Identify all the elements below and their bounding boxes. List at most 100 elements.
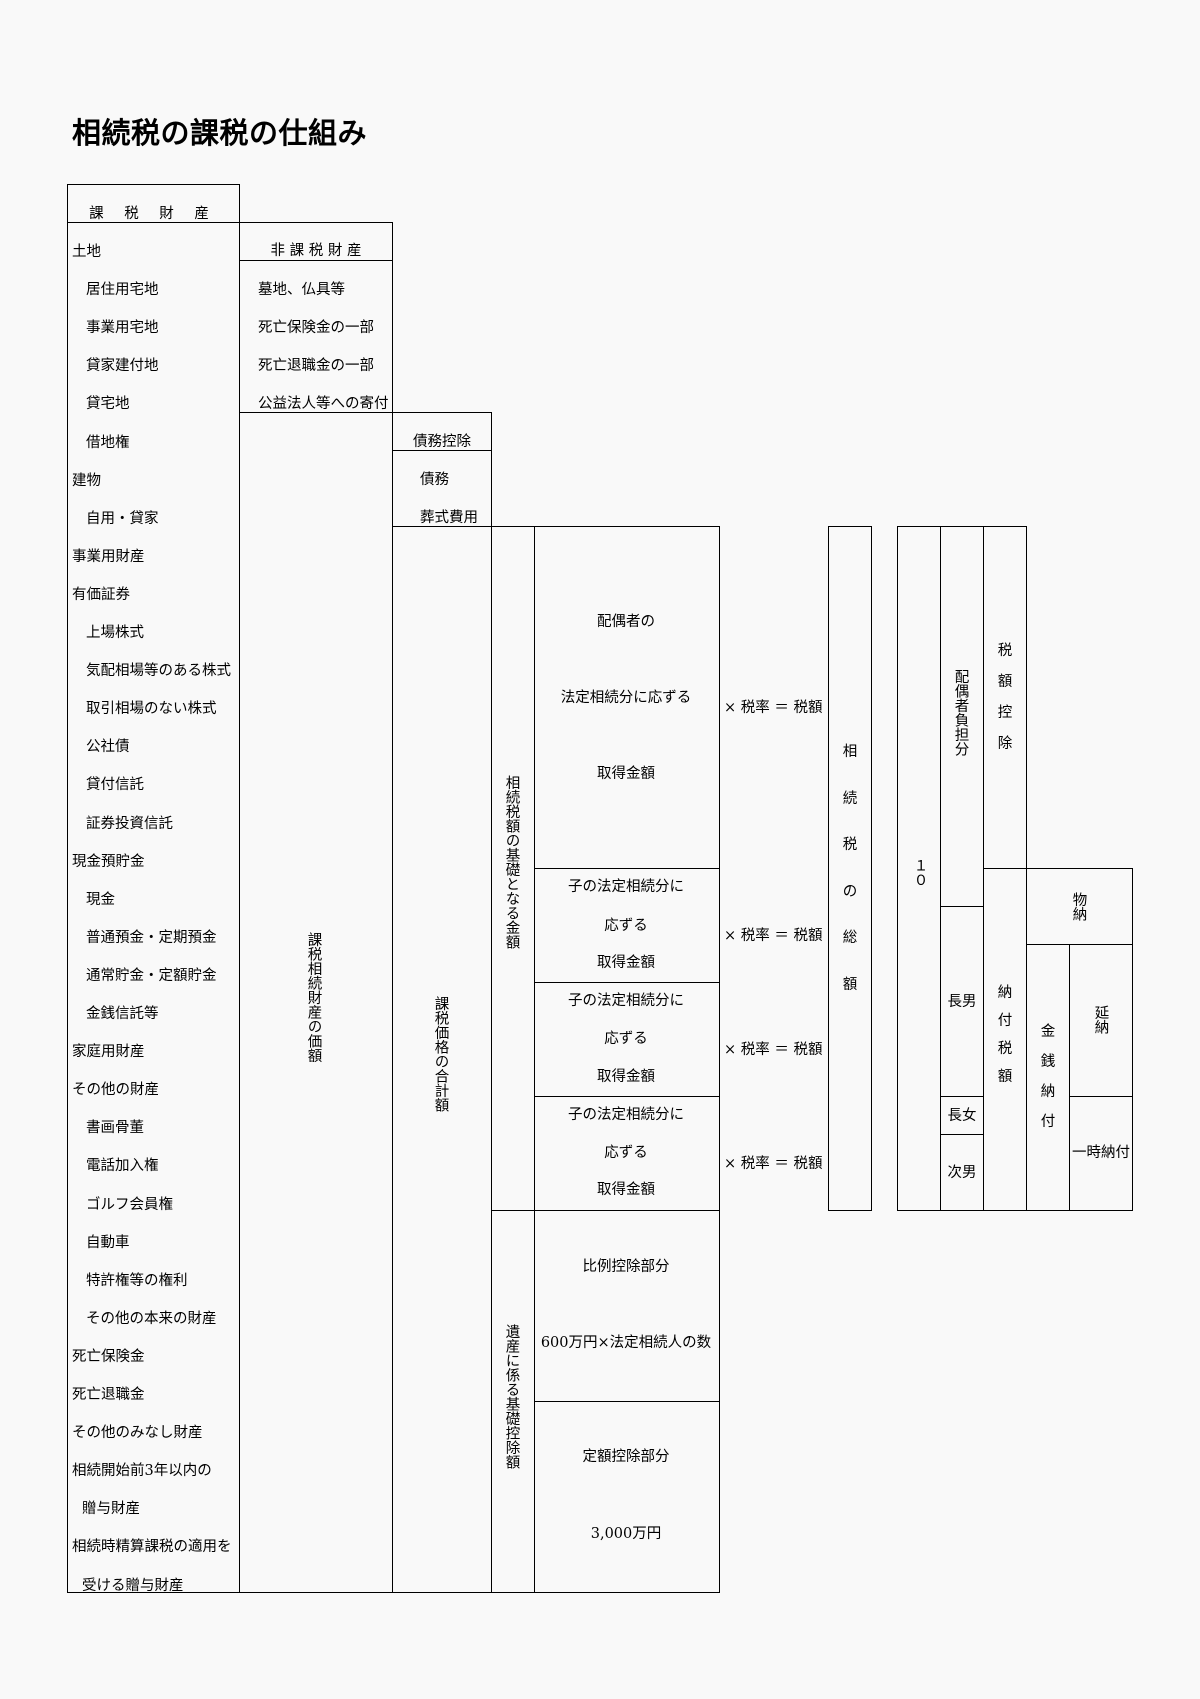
lump-sum-label: 一時納付 [1072,1145,1130,1161]
payable_tax_label-char: 額 [997,1069,1013,1085]
taxable-property-item: 気配相場等のある株式 [86,663,231,680]
divider [239,412,393,413]
fixed-deduction-line: 定額控除部分 [582,1449,670,1465]
payable-tax-box [983,868,1027,1211]
total-value-label: 課税価格の合計額 [432,996,449,1112]
tax_credit_label-char: 控 [997,705,1013,721]
non-taxable-item: 死亡保険金の一部 [258,320,374,336]
divider [67,222,240,223]
non-taxable-header: 非 課 税 財 産 [270,243,362,259]
non-taxable-item: 死亡退職金の一部 [258,358,374,374]
taxable-property-item: 公社債 [86,739,130,756]
taxable-property-item: 借地権 [86,434,130,451]
cash_payment-char: 納 [1040,1084,1056,1100]
total_tax_label-char: 額 [842,976,858,993]
debt-item: 債務 [420,472,449,488]
taxable-property-item: 通常貯金・定額貯金 [86,967,217,984]
child-share-line: 子の法定相続分に [568,993,684,1009]
taxable-property-item: 死亡保険金 [72,1348,145,1365]
taxable-value-label: 課税相続財産の価額 [305,932,322,1063]
debt-item: 葬式費用 [420,510,478,526]
tax_credit_label-char: 額 [997,674,1013,690]
taxable-property-item: 現金預貯金 [72,853,145,870]
taxable-property-item: 有価証券 [72,586,130,603]
taxable-property-item: 現金 [86,891,115,908]
base-amount-label: 相続税額の基礎となる金額 [503,775,520,949]
taxable-property-item: 自動車 [86,1234,130,1251]
total_tax_label-char: 総 [842,930,858,946]
taxable-property-item: 普通預金・定期預金 [86,929,217,946]
taxable-property-item: 上場株式 [86,625,144,641]
taxable-property-item: 死亡退職金 [72,1387,145,1403]
total-tax-box [828,526,872,1211]
child-share-line: 取得金額 [597,1069,655,1085]
child-share-line: 子の法定相続分に [568,1107,684,1123]
lump-sum-box [1069,1096,1133,1211]
taxable-property-item: 自用・貸家 [86,510,159,527]
child-share-line: 応ずる [604,1031,648,1047]
taxable-property-item: 書画骨董 [86,1120,144,1137]
non-taxable-box [239,222,393,1593]
taxable-property-item: 証券投資信託 [86,815,173,832]
heir-label: 次男 [947,1165,977,1181]
proportional-deduction-box [534,1210,720,1402]
ten-label: １０ [911,858,928,887]
taxable-property-item: 貸家建付地 [86,358,159,375]
taxable-property-item: ゴルフ会員権 [86,1196,173,1213]
taxable-property-item: 建物 [72,472,101,489]
total_tax_label-char: 続 [842,790,858,807]
taxable-property-item: 相続時精算課税の適用を [72,1539,232,1556]
tax-formula: × 税率 ＝ 税額 [724,1042,823,1058]
tax-credit-box [983,526,1027,869]
divider [392,526,492,527]
taxable-property-item: 貸宅地 [86,396,130,413]
fixed-deduction-line: 3,000万円 [590,1526,662,1542]
payable_tax_label-char: 納 [997,985,1013,1001]
taxable-property-item: 取引相場のない株式 [86,701,217,718]
total_tax_label-char: 税 [842,837,858,853]
taxable-property-item: 受ける贈与財産 [82,1577,184,1594]
divider [392,450,492,451]
page-title: 相続税の課税の仕組み [72,116,368,150]
divider [239,260,393,261]
spouse-share-line: 法定相続分に応ずる [560,690,692,706]
taxable-property-item: 贈与財産 [82,1501,140,1518]
cash_payment-char: 付 [1040,1114,1056,1130]
non-taxable-item: 公益法人等への寄付 [258,396,389,412]
total_tax_label-char: 相 [842,744,858,760]
payable_tax_label-char: 税 [997,1041,1013,1057]
non-taxable-item: 墓地、仏具等 [258,282,345,298]
taxable-property-item: 居住用宅地 [86,282,159,299]
taxable-property-item: 家庭用財産 [72,1044,145,1061]
taxable-property-item: 事業用財産 [72,548,145,565]
tax_credit_label-char: 除 [997,736,1013,752]
taxable-property-item: その他のみなし財産 [72,1425,203,1442]
payable_tax_label-char: 付 [997,1013,1013,1029]
fixed-deduction-box [534,1401,720,1593]
debt-deduction-header: 債務控除 [413,434,471,450]
taxable-property-item: 電話加入権 [86,1158,159,1175]
tax-formula: × 税率 ＝ 税額 [724,700,823,716]
cash_payment-char: 銭 [1040,1054,1056,1070]
total_tax_label-char: の [842,883,858,900]
proportional-deduction-line: 600万円×法定相続人の数 [540,1335,712,1351]
heir-label: 長女 [947,1108,977,1124]
child-share-line: 子の法定相続分に [568,879,684,895]
child-share-line: 取得金額 [597,955,655,971]
tax_credit_label-char: 税 [997,643,1013,659]
taxable-property-item: 金銭信託等 [86,1006,159,1022]
in-kind-label: 物納 [1070,892,1087,921]
tax-formula: × 税率 ＝ 税額 [724,928,823,944]
child-share-line: 取得金額 [597,1182,655,1198]
taxable-property-item: 特許権等の権利 [86,1272,188,1289]
spouse-burden-label: 配偶者負担分 [952,669,969,756]
child-share-line: 応ずる [604,1145,648,1161]
basic-deduction-label: 遺産に係る基礎控除額 [503,1324,520,1469]
heir-label: 長男 [947,994,977,1010]
installment-label: 延納 [1092,1005,1109,1034]
taxable-property-header: 課 税 財 産 [89,206,217,222]
cash_payment-char: 金 [1040,1024,1056,1040]
spouse-share-line: 取得金額 [597,766,655,782]
taxable-property-item: 事業用宅地 [86,320,159,337]
taxable-property-item: 貸付信託 [86,777,144,794]
